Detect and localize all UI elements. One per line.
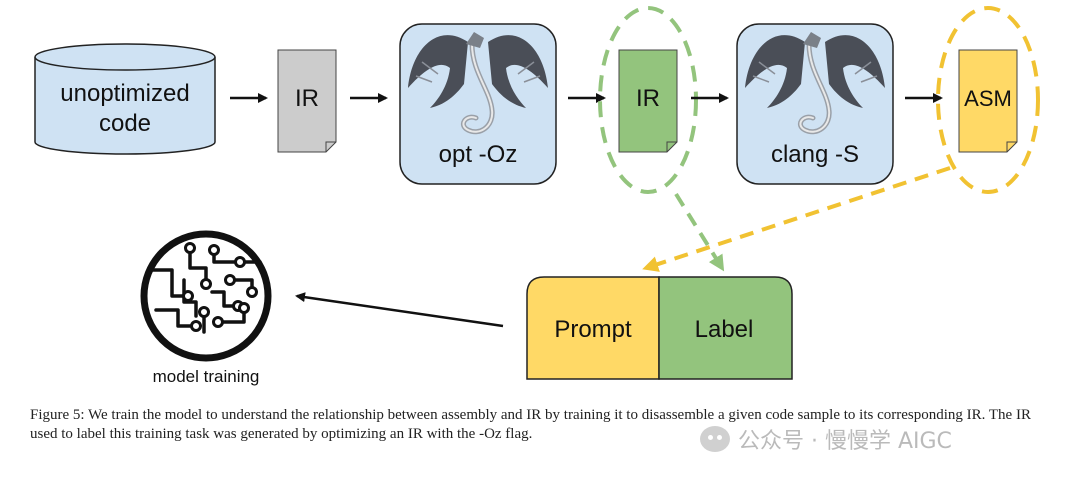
unoptimized-code-node: unoptimized code bbox=[34, 43, 216, 155]
circuit-icon bbox=[140, 230, 272, 362]
ir-input-label: IR bbox=[295, 85, 319, 112]
dashed-arrow-asm-to-prompt bbox=[642, 166, 951, 272]
ir-output-label: IR bbox=[636, 85, 660, 112]
asm-highlight-ellipse bbox=[936, 6, 1040, 194]
label-label: Label bbox=[695, 316, 754, 343]
watermark-text: 公众号 · 慢慢学 AIGC bbox=[738, 429, 952, 454]
training-label: model training bbox=[153, 367, 260, 386]
figure-caption: Figure 5: We train the model to understa… bbox=[30, 407, 1031, 442]
ir-output-document: IR bbox=[598, 6, 698, 194]
clang-tool-label: clang -S bbox=[771, 141, 859, 168]
wechat-icon bbox=[700, 426, 730, 452]
dashed-arrow-ir-to-label bbox=[674, 192, 725, 272]
arrow-sample-to-training bbox=[295, 292, 504, 328]
watermark: 公众号 · 慢慢学 AIGC bbox=[700, 422, 952, 456]
prompt-label: Prompt bbox=[554, 316, 632, 343]
cylinder-top bbox=[34, 43, 216, 71]
prompt-cell bbox=[526, 276, 660, 380]
asm-label: ASM bbox=[964, 86, 1012, 111]
ir-input-document: IR bbox=[277, 49, 337, 153]
unoptimized-code-label-line2: code bbox=[99, 110, 151, 137]
pipeline-diagram: unoptimized code IR opt -Oz IR clang -S … bbox=[34, 6, 1040, 386]
label-cell bbox=[658, 276, 793, 380]
training-sample: Prompt Label bbox=[526, 276, 793, 380]
asm-document: ASM bbox=[936, 6, 1040, 194]
cylinder-body bbox=[34, 57, 216, 155]
unoptimized-code-label-line1: unoptimized bbox=[60, 80, 189, 107]
ir-highlight-ellipse bbox=[598, 6, 698, 194]
clang-tool-node: clang -S bbox=[736, 23, 894, 185]
opt-tool-node: opt -Oz bbox=[399, 23, 557, 185]
opt-tool-label: opt -Oz bbox=[439, 141, 518, 168]
